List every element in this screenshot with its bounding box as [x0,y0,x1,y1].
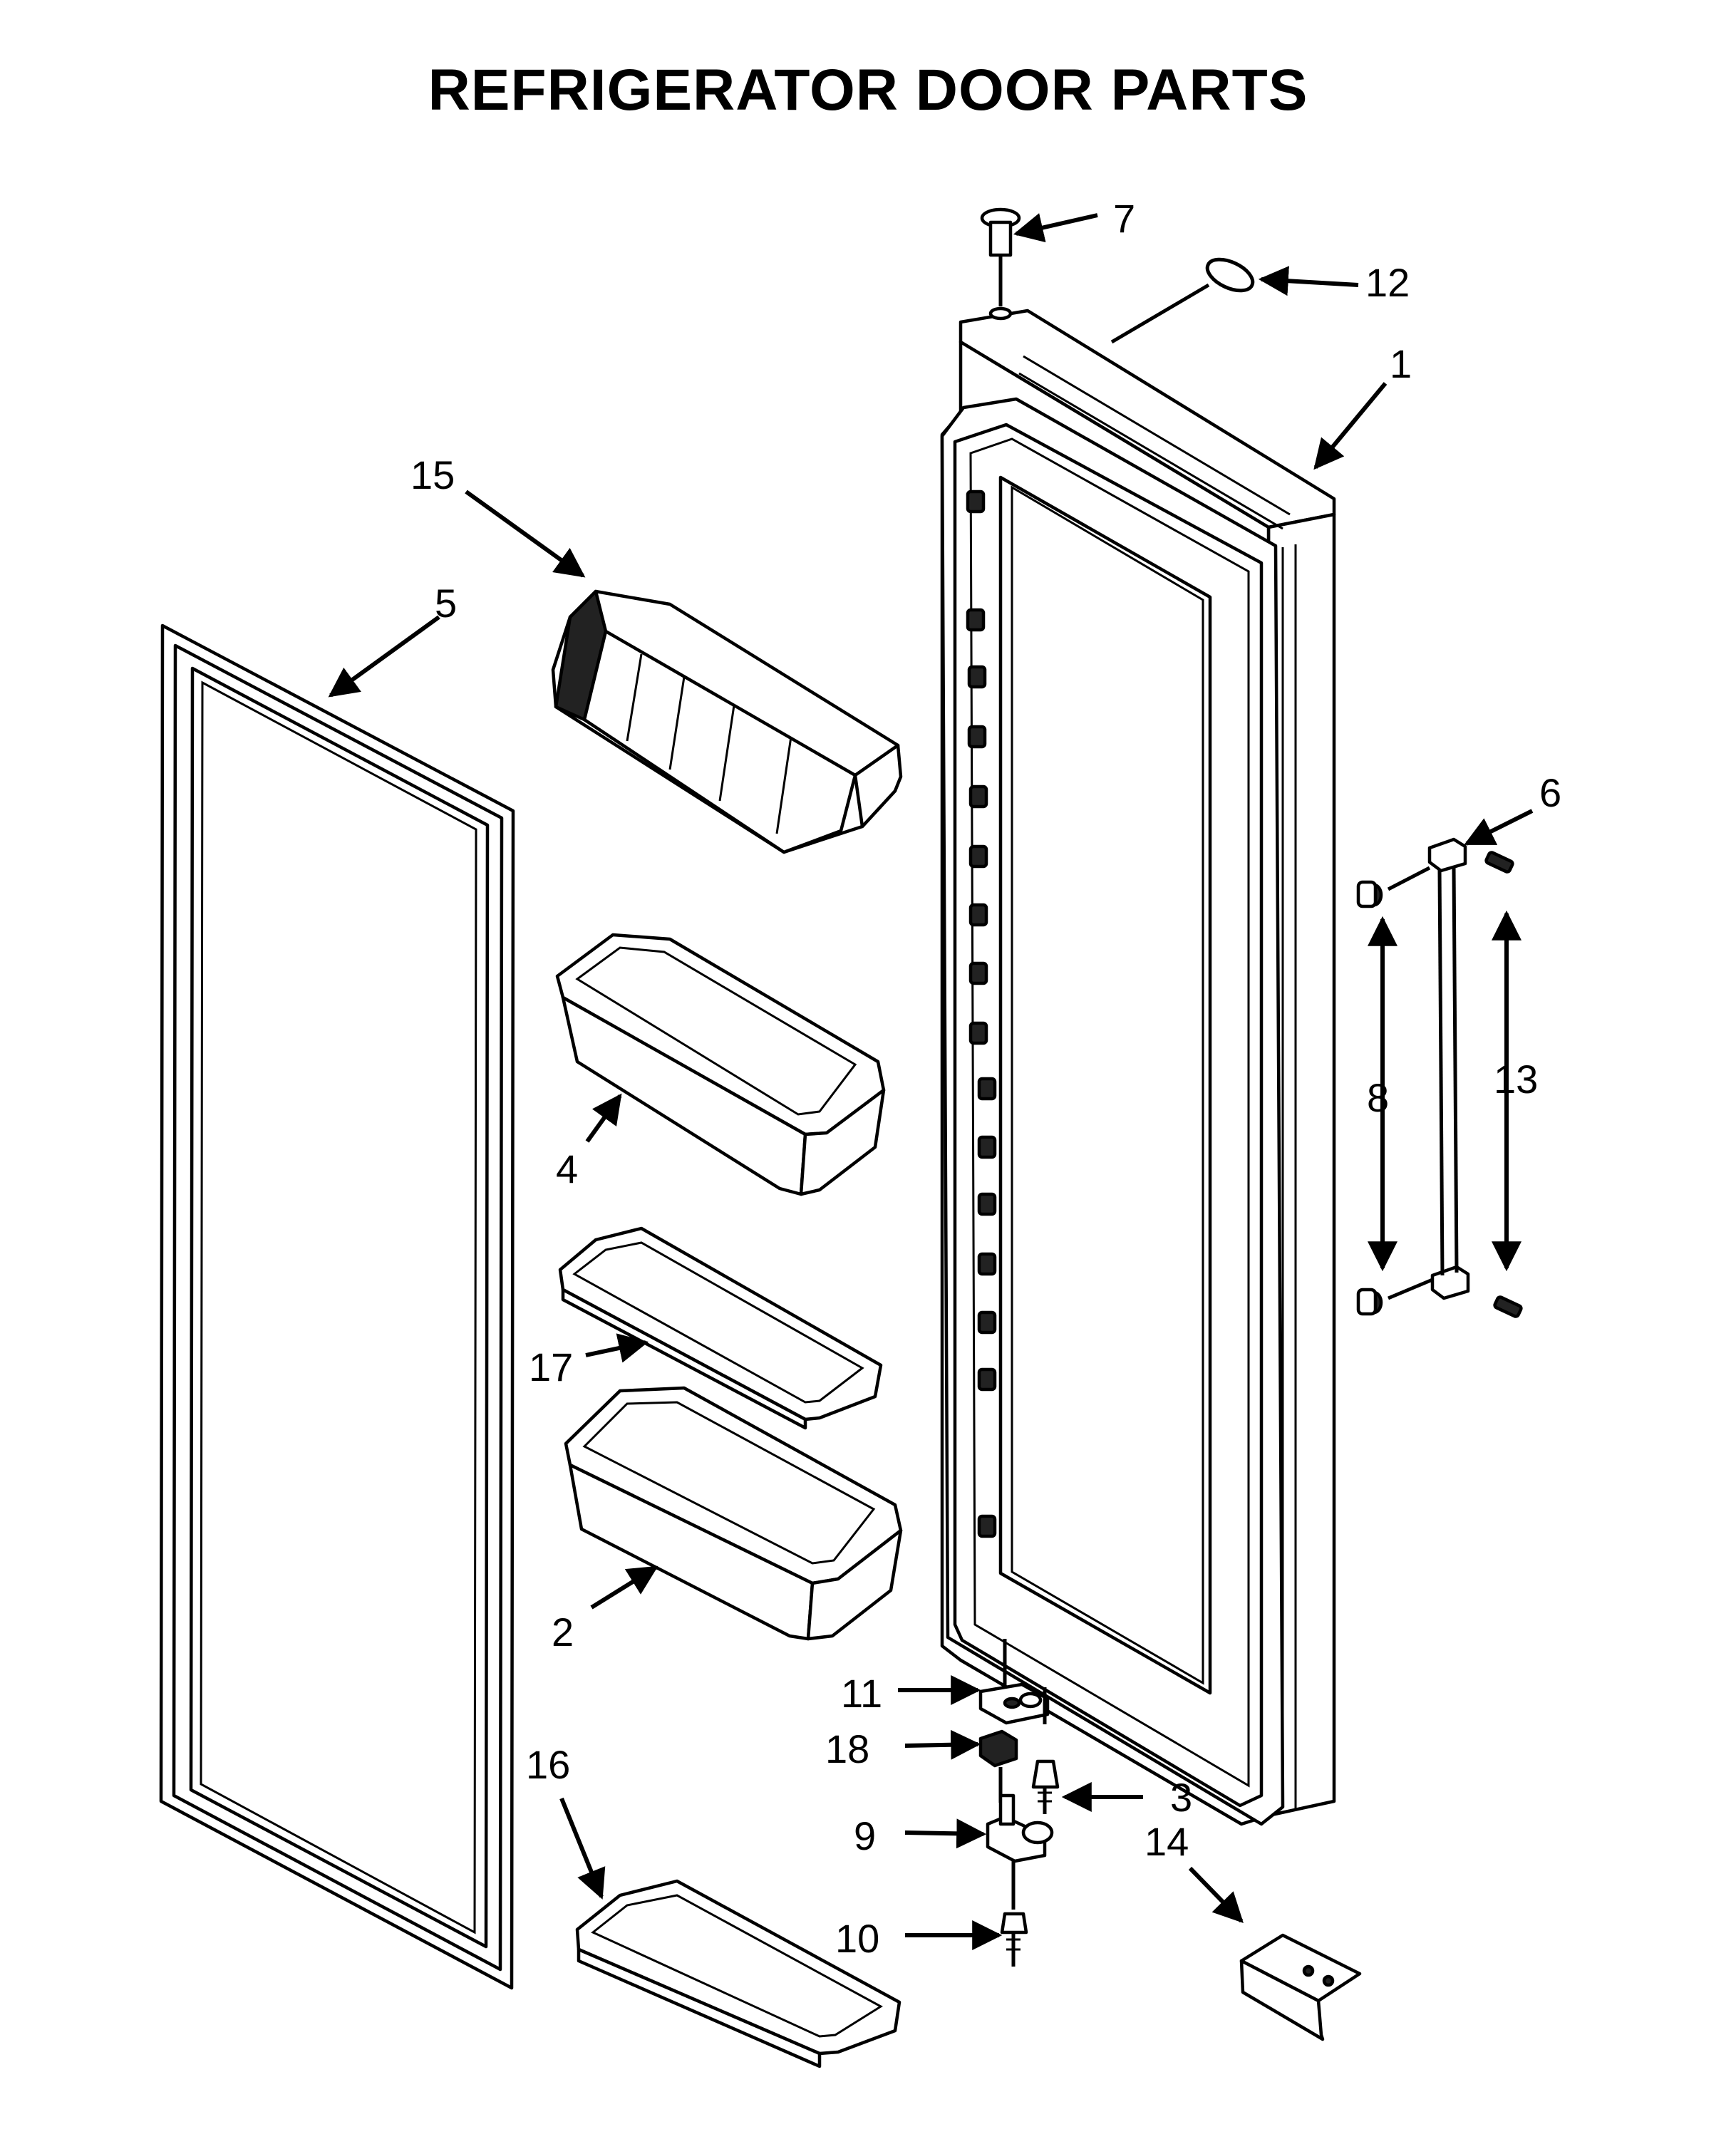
callout-15: 15 [410,452,455,497]
part-12-o-ring [1205,257,1255,293]
part-5-door-gasket [159,623,515,1990]
callout-13: 13 [1494,1057,1538,1102]
callout-4: 4 [556,1146,578,1191]
callout-labels: 1 2 3 4 5 6 7 8 9 10 11 12 13 14 15 16 1… [410,196,1561,1961]
callout-14: 14 [1145,1819,1189,1864]
part-17-door-shelf [558,1226,883,1430]
part-1-door-liner [940,309,1336,1826]
callout-2: 2 [552,1610,574,1654]
callout-11: 11 [841,1671,882,1716]
shelf-retainer-bumps [966,490,997,1538]
callout-7: 7 [1113,196,1135,241]
handle-fasteners [1356,851,1523,1318]
callout-6: 6 [1539,770,1561,815]
callout-3: 3 [1170,1775,1192,1820]
part-4-door-bin [555,933,886,1196]
callout-18: 18 [825,1726,869,1771]
callout-17: 17 [529,1345,573,1389]
callout-12: 12 [1365,260,1410,305]
callout-1: 1 [1390,341,1412,386]
part-7-hinge-cap [980,207,1021,321]
callout-8: 8 [1367,1075,1389,1120]
part-16-bottom-shelf [575,1879,901,2068]
callout-arrows [328,213,1534,1950]
callout-5: 5 [435,581,457,626]
part-14-hinge-cover [1239,1933,1362,2041]
bottom-hinge-assembly [978,1639,1060,1967]
part-2-large-door-bin [564,1386,903,1641]
part-6-handle [1427,837,1470,1300]
page-title: REFRIGERATOR DOOR PARTS [428,58,1308,123]
part-15-covered-door-bin [551,589,903,854]
callout-9: 9 [854,1813,876,1858]
callout-10: 10 [835,1916,879,1961]
callout-16: 16 [526,1742,570,1787]
